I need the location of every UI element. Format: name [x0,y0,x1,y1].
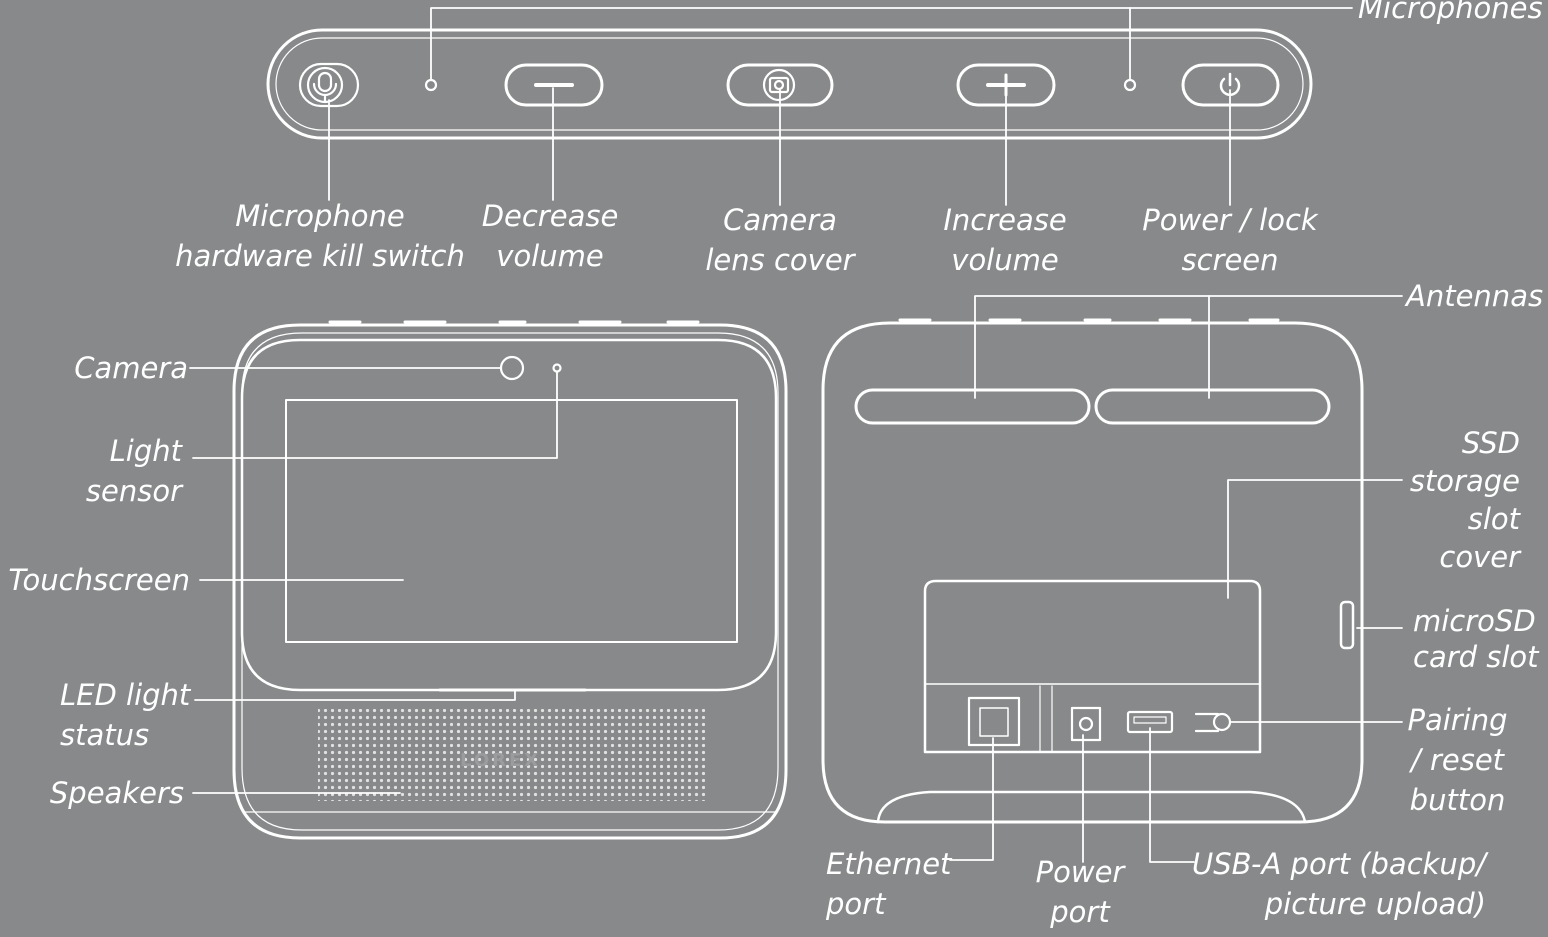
microsd-card-slot-icon [1339,600,1355,650]
antenna-left [854,388,1091,425]
top-view-device [266,28,1313,140]
touchscreen-display [285,399,738,643]
speakers-label: Speakers [49,776,184,810]
top-view-leader-lines [328,7,1353,206]
usb-a-port-label: USB-A port (backup/ picture upload) [1192,847,1486,921]
power-lock-label: Power / lock screen [1142,203,1318,277]
touchscreen-label: Touchscreen [8,563,190,597]
camera-label: Camera [74,351,188,385]
light-sensor-icon [552,363,562,373]
speaker-grille [318,709,705,801]
microphone-hole-right-icon [1123,78,1137,92]
microsd-slot-label: microSD card slot [1413,604,1539,674]
back-view-device [821,318,1364,824]
led-light-status-label: LED light status [60,678,191,752]
back-view-leader-lines [949,295,1403,863]
power-port-label: Power port [1035,855,1125,929]
pairing-reset-button-icon [1194,712,1232,733]
ethernet-port-label: Ethernet port [826,847,952,921]
antenna-right [1094,388,1331,425]
light-sensor-label: Light sensor [85,434,182,508]
decrease-volume-label: Decrease volume [481,199,619,273]
pairing-reset-label: Pairing / reset button [1407,703,1508,817]
brand-logo: LOREX [460,750,542,771]
microphones-label: Microphones [1358,0,1543,25]
power-port-icon [1070,706,1102,742]
increase-volume-label: Increase volume [943,203,1067,277]
camera-lens-icon [499,355,525,381]
camera-lens-cover-label: Camera lens cover [705,203,855,277]
ethernet-port-icon [967,685,1053,753]
antennas-label: Antennas [1406,279,1544,313]
microphone-hole-left-icon [424,78,438,92]
mic-kill-switch-label: Microphone hardware kill switch [175,199,465,273]
front-view-leader-lines [189,367,558,794]
decrease-volume-button-icon [504,63,604,107]
ssd-slot-cover [923,579,1262,754]
ssd-slot-cover-label: SSD storage slot cover [1409,426,1520,574]
